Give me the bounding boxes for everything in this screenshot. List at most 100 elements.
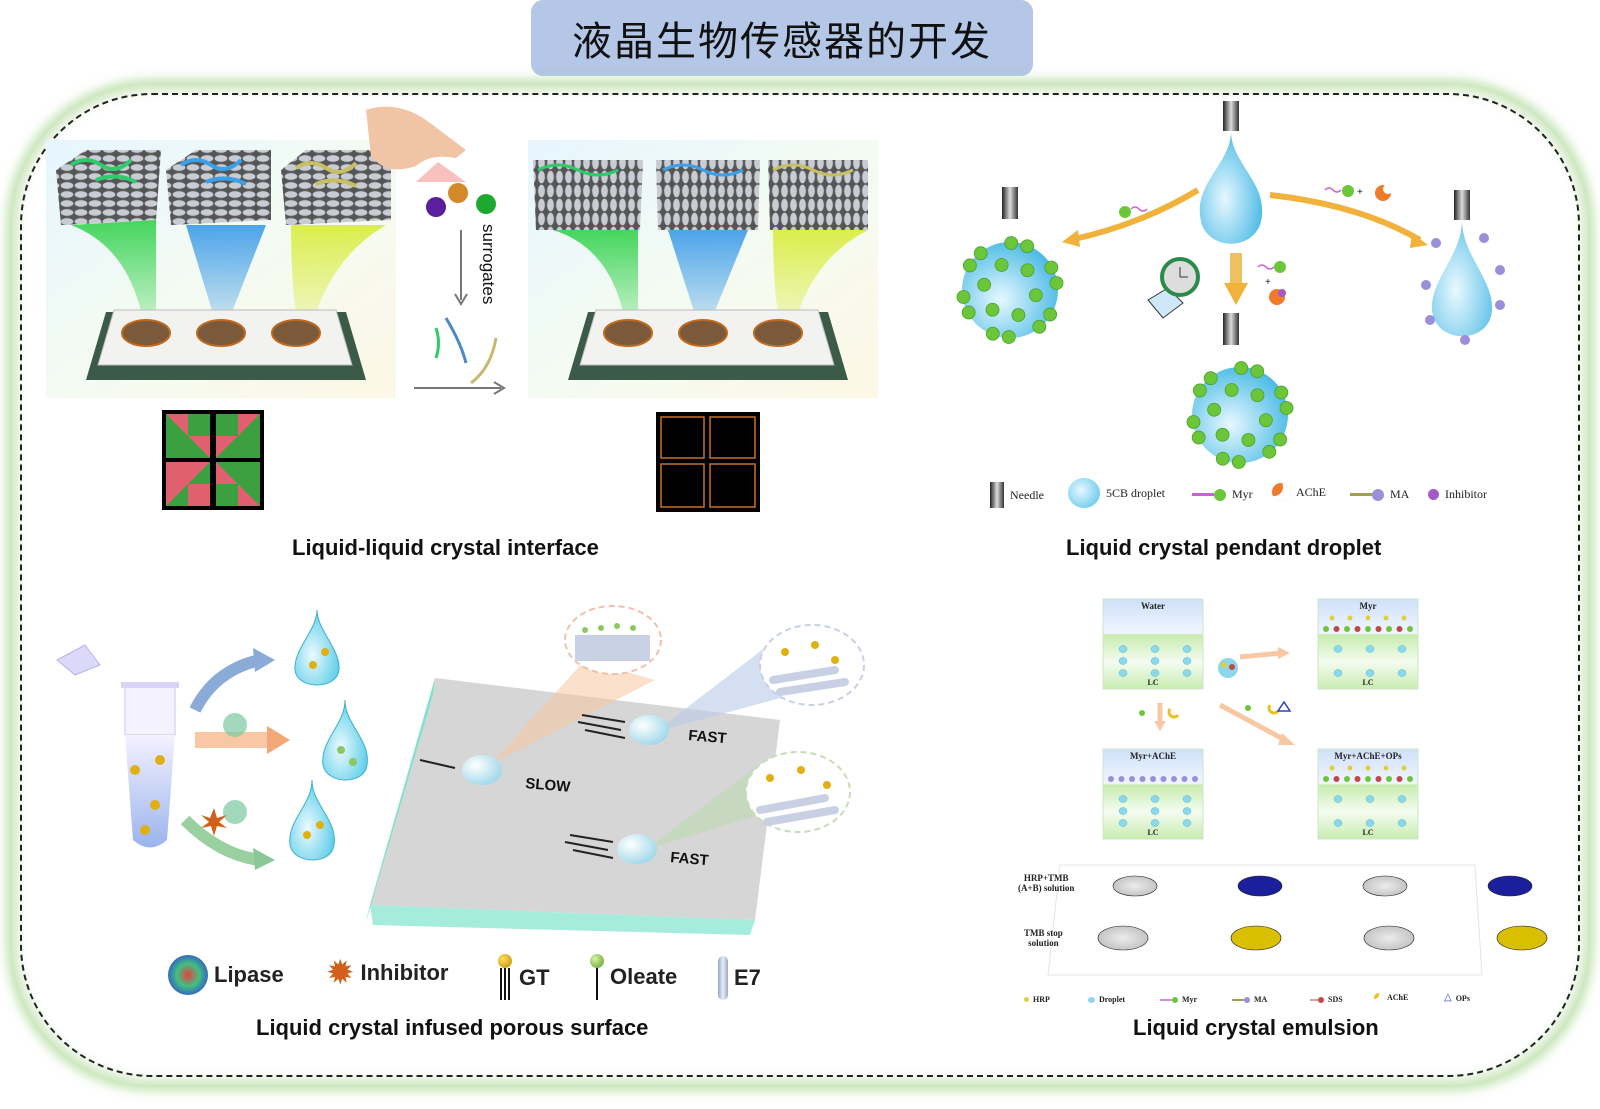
light-cone-icon (416, 162, 466, 182)
myr-bead (1231, 455, 1246, 469)
myr-bead (973, 246, 988, 261)
arrow-to-myr-ache-ops (1218, 702, 1287, 743)
droplet-myr-coated (962, 242, 1058, 338)
title-banner: 液晶生物传感器的开发 (531, 0, 1033, 76)
plate-well-yellow (1230, 925, 1282, 951)
myr-bead (1258, 413, 1273, 428)
emulsion-panel (1047, 598, 1548, 976)
sensor-device (86, 309, 366, 380)
box-label-myr-ache: Myr+AChE (1129, 751, 1177, 761)
myr-bead (994, 258, 1009, 272)
down-arrow-head (454, 293, 468, 306)
needle-icon (990, 482, 1004, 508)
emulsion-droplet-icon (1218, 658, 1238, 678)
droplet-icon (1088, 996, 1095, 1003)
dna-blue-icon (444, 317, 468, 364)
needle-icon (1223, 313, 1239, 345)
myr-bead (1234, 361, 1249, 375)
myr-bead (1241, 433, 1256, 447)
plate-well-blue (1487, 875, 1533, 897)
plate-well-clear (1363, 925, 1415, 951)
hand-icon (366, 106, 466, 170)
interface-panel: surrogates (46, 106, 878, 512)
zoom-beam-orange (490, 660, 655, 765)
myr-bead (1004, 236, 1019, 250)
myr-bead (1279, 401, 1294, 415)
emulsion-interface-box (1317, 748, 1419, 840)
protein-purple-icon (426, 197, 446, 217)
sds-icon (1318, 996, 1324, 1003)
myr-bead (1020, 239, 1035, 254)
legend-hrp: HRP (1024, 995, 1050, 1004)
myr-bead (1186, 415, 1201, 429)
box-label-myr: Myr (1359, 601, 1377, 611)
arrow-down-green (180, 815, 261, 866)
caption-emulsion: Liquid crystal emulsion (1133, 1015, 1379, 1040)
droplet-inhibited (1192, 367, 1288, 463)
drop-gt (294, 609, 340, 686)
myr-bead (1207, 402, 1222, 417)
porous-panel: SLOW FAST FAST (56, 605, 865, 935)
legend-droplet: Droplet (1088, 995, 1125, 1004)
ma-coating (1421, 233, 1505, 345)
myr-bead (985, 326, 1000, 341)
legend-inhibitor: ✹ Inhibitor (326, 954, 449, 992)
myr-bead (956, 290, 971, 304)
myr-molecule (1119, 206, 1131, 218)
page-title: 液晶生物传感器的开发 (572, 19, 992, 65)
right-arrow-head (493, 381, 506, 395)
myr-bead (1043, 307, 1058, 322)
caption-interface: Liquid-liquid crystal interface (292, 535, 599, 560)
lipase-icon (223, 713, 247, 737)
protein-green-icon (476, 194, 496, 214)
myr-coating (1186, 361, 1294, 469)
box-label-lc: LC (1362, 678, 1374, 687)
porous-surface-slope (365, 678, 780, 935)
legend-e7: E7 (718, 956, 761, 1000)
plate-well-yellow (1496, 925, 1548, 951)
caption-porous: Liquid crystal infused porous surface (256, 1015, 649, 1040)
arrow-right (1269, 192, 1422, 243)
myr-bead (1049, 276, 1064, 290)
ops-icon: △ (1444, 992, 1452, 1003)
ma-icon (1372, 488, 1384, 501)
myr-bead (1274, 385, 1289, 400)
legend-ache: AChE (1272, 483, 1326, 501)
outer-frame-dashed (20, 93, 1580, 1077)
dna-yellow-icon (470, 337, 498, 385)
legend-lipase: Lipase (168, 955, 284, 995)
droplet-slow (419, 755, 502, 785)
plate-well-clear (1362, 875, 1408, 897)
box-label-myr-ache-ops: Myr+AChE+OPs (1334, 751, 1402, 761)
light-beam-blue (186, 225, 266, 340)
legend-inhibitor: Inhibitor (1428, 487, 1487, 502)
myr-coating (956, 236, 1064, 344)
droplet-icon (1068, 478, 1100, 508)
micrograph-bright (162, 410, 264, 510)
plate-well-clear (1097, 925, 1149, 951)
box-label-water: Water (1141, 601, 1165, 611)
myr-bead (1224, 383, 1239, 397)
legend-5cb-droplet: 5CB droplet (1068, 478, 1165, 508)
plate-well-blue (1237, 875, 1283, 897)
zoom-circle-gt-top (759, 624, 865, 706)
legend-myr: Myr (1192, 487, 1253, 502)
plate-row-label-1: HRP+TMB (A+B) solution (1018, 873, 1075, 893)
protein-orange-icon (448, 183, 468, 203)
fast-label-top: FAST (688, 727, 728, 747)
droplet-ma-coated (1431, 220, 1493, 337)
myr-bead (1250, 364, 1265, 379)
myr-bead (977, 277, 992, 292)
myr-bead (961, 305, 976, 320)
lc-block-blue (166, 150, 271, 225)
interface-before-scene (46, 140, 396, 398)
ma-icon (1244, 996, 1250, 1003)
ache-icon (1374, 993, 1383, 1002)
myr-bead (1028, 288, 1043, 303)
emulsion-interface-box (1102, 598, 1204, 690)
caption-pendant: Liquid crystal pendant droplet (1066, 535, 1382, 560)
myr-bead (1215, 427, 1230, 442)
stopwatch-icon (1147, 257, 1200, 319)
legend-ma: MA (1350, 487, 1409, 502)
myr-bead (1262, 444, 1277, 459)
